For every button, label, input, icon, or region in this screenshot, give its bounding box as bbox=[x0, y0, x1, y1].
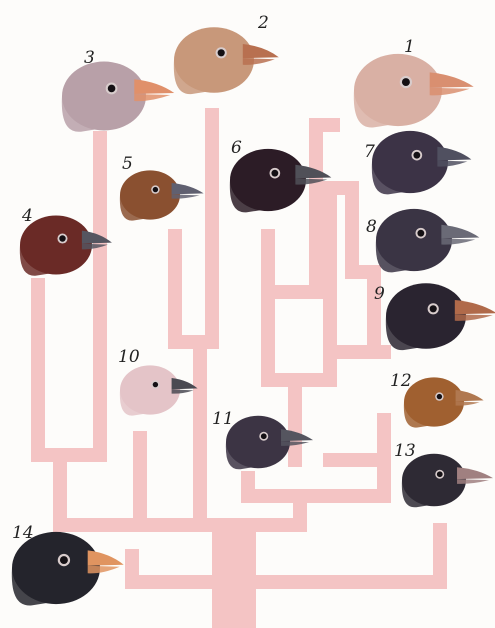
species-number-1: 1 bbox=[404, 37, 415, 57]
finch-head-10 bbox=[120, 365, 198, 415]
species-number-5: 5 bbox=[122, 154, 133, 174]
species-number-10: 10 bbox=[118, 347, 140, 367]
species-number-14: 14 bbox=[12, 523, 34, 543]
species-number-13: 13 bbox=[394, 441, 416, 461]
finch-head-13 bbox=[402, 454, 493, 508]
finch-head-7 bbox=[372, 131, 472, 195]
species-number-8: 8 bbox=[366, 217, 377, 237]
species-number-6: 6 bbox=[231, 138, 242, 158]
species-number-3: 3 bbox=[84, 48, 95, 68]
finch-head-1 bbox=[354, 54, 474, 128]
finch-head-8 bbox=[376, 209, 480, 273]
species-number-9: 9 bbox=[374, 284, 385, 304]
species-number-2: 2 bbox=[257, 13, 269, 33]
finch-head-9 bbox=[386, 283, 495, 350]
species-number-11: 11 bbox=[212, 409, 234, 429]
species-number-7: 7 bbox=[364, 142, 375, 162]
finch-head-12 bbox=[404, 377, 484, 427]
species-number-12: 12 bbox=[390, 371, 412, 391]
species-number-4: 4 bbox=[21, 206, 33, 226]
tree-trunk bbox=[212, 520, 256, 628]
finch-head-3 bbox=[62, 62, 174, 132]
finch-head-2 bbox=[174, 27, 279, 94]
finch-head-5 bbox=[120, 170, 204, 220]
